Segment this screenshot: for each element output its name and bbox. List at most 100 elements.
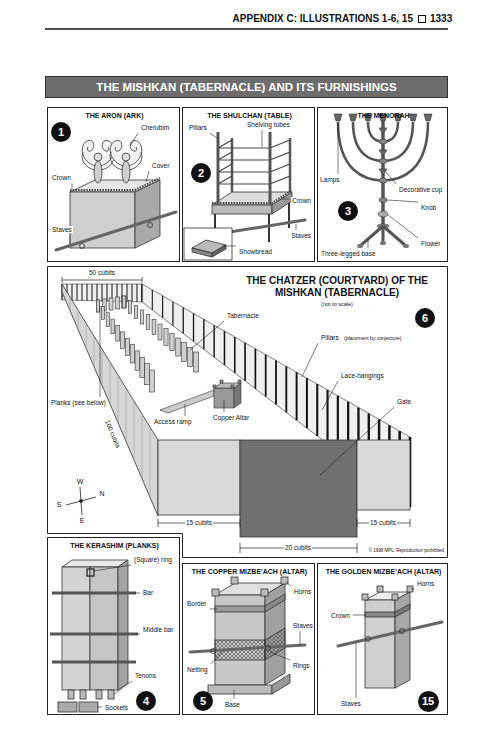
table-drawing xyxy=(269,132,272,205)
menorah-drawing xyxy=(360,226,383,246)
part-label: Crown xyxy=(330,612,351,619)
title-band: THE MISHKAN (TABERNACLE) AND ITS FURNISH… xyxy=(45,76,448,98)
planks-drawing xyxy=(87,569,94,576)
title-text: THE MISHKAN (TABERNACLE) AND ITS FURNISH… xyxy=(96,81,396,93)
ark-drawing xyxy=(80,244,85,249)
courtyard-fence xyxy=(62,284,142,302)
fence-pillar xyxy=(172,302,173,326)
wall-seam xyxy=(86,323,87,348)
ark-drawing xyxy=(82,152,95,170)
fence-pillar xyxy=(72,284,73,300)
golden-altar-drawing xyxy=(365,612,395,617)
fence-pillar xyxy=(255,349,257,389)
dimension-label: 20 cubits xyxy=(284,544,312,551)
leader-line xyxy=(70,235,71,244)
copper-altar-drawing xyxy=(272,674,290,694)
table-drawing xyxy=(212,205,272,214)
dimension-line xyxy=(62,280,142,281)
tabernacle-plank xyxy=(97,300,100,312)
part-label: Bar xyxy=(142,589,154,596)
header-rule xyxy=(45,28,448,30)
part-label: Lace-hangings xyxy=(340,372,385,379)
ark-drawing xyxy=(122,161,130,183)
compass xyxy=(80,487,82,515)
dimension-line xyxy=(158,519,159,527)
tabernacle-plank xyxy=(140,310,144,324)
golden-altar-drawing xyxy=(395,592,410,688)
copper-altar-drawing xyxy=(211,649,216,654)
tabernacle-plank xyxy=(116,325,120,341)
courtyard-fence xyxy=(62,284,142,302)
header-rule xyxy=(45,29,448,30)
planks-drawing xyxy=(79,702,98,712)
tabernacle-plank xyxy=(130,345,134,363)
table-drawing xyxy=(212,245,226,257)
wall-seam xyxy=(78,310,79,329)
table-drawing xyxy=(184,132,305,260)
leader-line xyxy=(356,643,357,698)
part-label: Cherubim xyxy=(140,124,170,131)
courtyard-front xyxy=(158,440,410,537)
tabernacle-plank xyxy=(146,315,150,330)
fence-pillar xyxy=(183,308,184,334)
leader-line xyxy=(411,589,414,590)
dimension-label: 15 cubits xyxy=(185,519,213,526)
compass xyxy=(66,497,96,505)
planks-drawing xyxy=(118,560,128,690)
copper-altar-drawing xyxy=(231,577,238,584)
planks-drawing xyxy=(62,560,128,567)
menorah-drawing xyxy=(409,114,417,121)
fence-pillar xyxy=(152,290,153,310)
leader-line xyxy=(320,407,394,475)
compass xyxy=(66,487,96,515)
panel-heading: THE MENORAH xyxy=(320,112,447,120)
copper-altar-drawing xyxy=(266,646,271,651)
part-label: Horns xyxy=(416,580,435,587)
leader-line xyxy=(234,690,235,699)
tabernacle-plank xyxy=(109,298,113,310)
tabernacle-plank xyxy=(145,364,150,385)
dimension-line xyxy=(357,543,358,553)
panel-heading: THE COPPER MIZBE'ACH (ALTAR) xyxy=(185,568,314,576)
part-label: Tabernacle xyxy=(226,312,260,319)
wall-seam xyxy=(70,297,71,311)
menorah-drawing xyxy=(357,244,363,248)
golden-altar-drawing xyxy=(392,594,398,600)
tabernacle-plank xyxy=(122,296,127,308)
copper-altar-drawing xyxy=(208,685,272,694)
fence-pillar xyxy=(97,284,98,301)
menorah-drawing xyxy=(379,178,387,183)
copper-altar-drawing xyxy=(265,583,285,685)
courtyard-front xyxy=(158,440,240,515)
part-label: Flower xyxy=(420,240,442,247)
callout-number: 2 xyxy=(191,163,211,183)
leader-line xyxy=(282,199,289,200)
leader-line xyxy=(296,224,297,230)
copper-altar-small xyxy=(160,390,214,413)
table-drawing xyxy=(218,140,290,184)
ark-drawing xyxy=(110,140,124,166)
part-label: Decorative cup xyxy=(398,186,443,193)
planks-drawing xyxy=(62,567,90,690)
menorah-drawing xyxy=(334,114,432,228)
copper-altar-drawing xyxy=(190,645,305,652)
dimension-line xyxy=(62,277,142,283)
golden-altar-drawing xyxy=(365,600,395,688)
separator-square xyxy=(419,16,426,23)
fence-pillar xyxy=(193,313,194,341)
wall-seam xyxy=(126,388,127,441)
fence-pillar xyxy=(87,284,88,301)
callout-number: 3 xyxy=(338,201,358,221)
table-drawing xyxy=(217,132,220,205)
callout-text: 6 xyxy=(422,313,428,324)
part-label: Knob xyxy=(420,204,437,211)
fence-pillar xyxy=(203,319,204,349)
tabernacle-planks xyxy=(97,296,199,392)
tabernacle-plank xyxy=(135,351,139,370)
leader-line xyxy=(222,246,236,247)
part-label: Base xyxy=(224,701,241,708)
ark-drawing xyxy=(135,180,160,248)
callout-number: 5 xyxy=(193,691,213,711)
callout-number: 4 xyxy=(136,691,156,711)
ark-drawing xyxy=(82,140,96,166)
